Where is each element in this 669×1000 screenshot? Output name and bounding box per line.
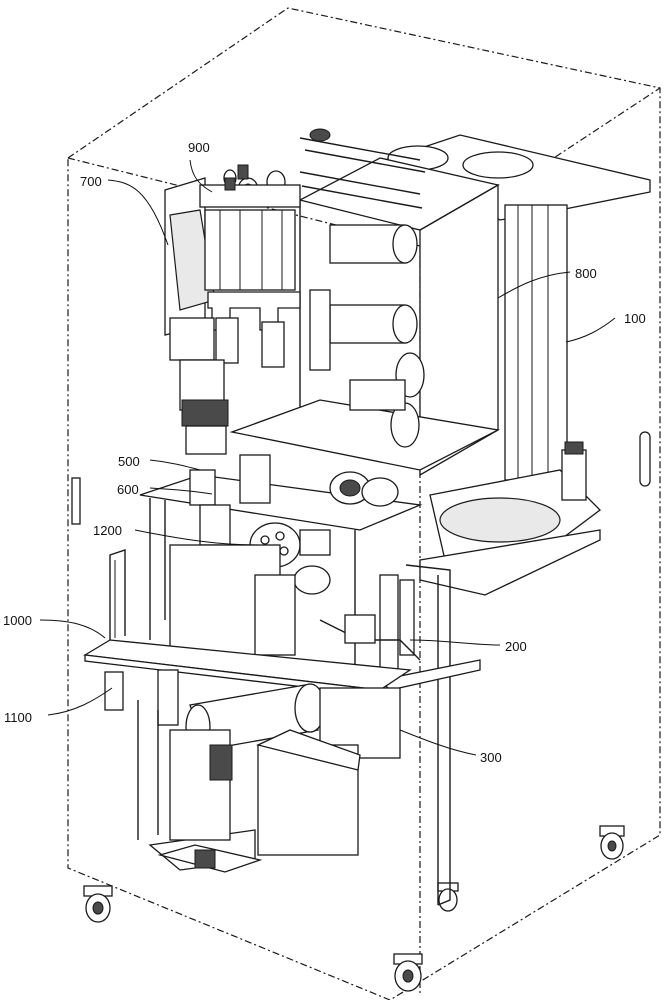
head-assembly-700 bbox=[164, 164, 301, 455]
label-700: 700 bbox=[80, 174, 102, 189]
label-600: 600 bbox=[117, 482, 139, 497]
middle-deck bbox=[139, 454, 423, 690]
caster-wheels bbox=[83, 825, 625, 992]
upper-frame-800 bbox=[229, 157, 501, 477]
label-1000: 1000 bbox=[3, 613, 32, 628]
lower-frame-200 bbox=[169, 544, 481, 906]
label-100: 100 bbox=[624, 311, 646, 326]
label-900: 900 bbox=[188, 140, 210, 155]
label-1100: 1100 bbox=[4, 710, 32, 725]
base-platform bbox=[137, 700, 263, 873]
label-500: 500 bbox=[118, 454, 140, 469]
cylinder-bank bbox=[309, 224, 425, 448]
rear-column-unit bbox=[383, 134, 651, 596]
label-1200: 1200 bbox=[93, 523, 122, 538]
label-800: 800 bbox=[575, 266, 597, 281]
leader-lines bbox=[39, 159, 616, 756]
reference-labels: 900 700 800 100 500 600 1200 1000 200 11… bbox=[3, 140, 646, 765]
label-200: 200 bbox=[505, 639, 527, 654]
label-300: 300 bbox=[480, 750, 502, 765]
